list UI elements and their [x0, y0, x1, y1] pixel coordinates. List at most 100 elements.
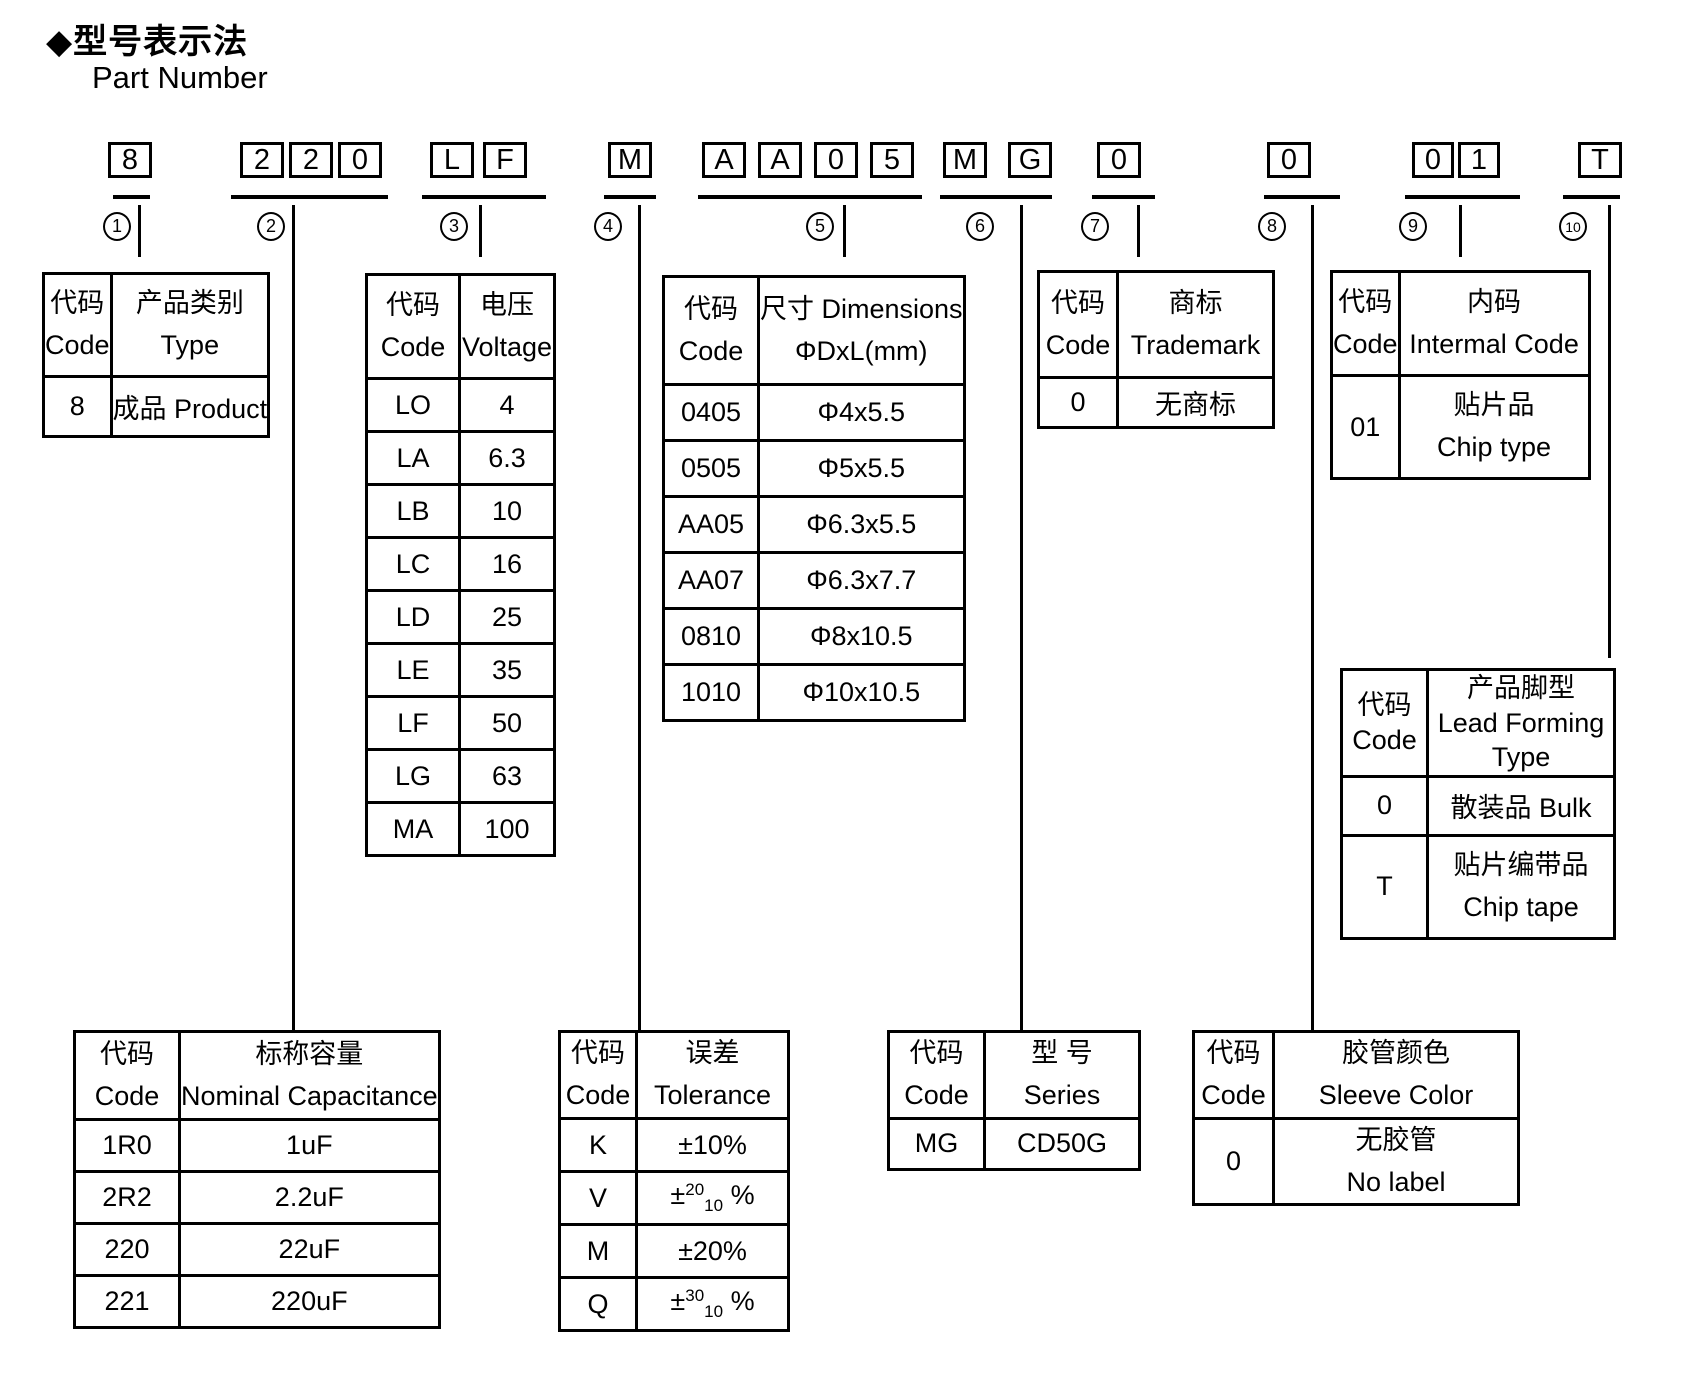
value-cell: Φ4x5.5 — [757, 383, 966, 442]
header-code-cn: 代码 — [684, 293, 738, 324]
code-cell: LE — [365, 642, 461, 698]
code-cell: LA — [365, 430, 461, 486]
part-number-char: A — [702, 142, 746, 178]
part-number-segment-8: 0 — [1267, 142, 1311, 178]
code-cell: LD — [365, 589, 461, 645]
header-value-cell: 型 号 Series — [983, 1030, 1141, 1120]
part-number-char: 0 — [814, 142, 858, 178]
header-code-cn: 代码 — [909, 1038, 964, 1068]
segment-number-badge: 4 — [594, 212, 622, 241]
header-value-en: Nominal Capacitance — [181, 1080, 438, 1111]
header-value-line1: 尺寸 Dimensions — [760, 293, 963, 324]
tolerance-minus: 10 — [704, 1302, 724, 1321]
part-number-char: 5 — [870, 142, 914, 178]
page-title: ◆型号表示法 — [46, 23, 249, 61]
part-number-segment-6: M G — [943, 142, 1052, 178]
code-cell: T — [1340, 833, 1429, 940]
part-number-segment-3: L F — [430, 142, 527, 178]
part-number-segment-4: M — [608, 142, 652, 178]
segment-number-badge: 5 — [806, 212, 834, 241]
header-value-cell: 内码 Intermal Code — [1397, 270, 1591, 377]
segment-number-badge: 7 — [1081, 212, 1109, 241]
table-row: MG CD50G — [887, 1116, 1141, 1171]
part-number-char: 1 — [1458, 142, 1500, 178]
value-cell: 贴片编带品 Chip tape — [1426, 833, 1616, 940]
segment-number-badge: 9 — [1399, 212, 1427, 241]
header-value-cell: 电压 Voltage — [458, 273, 556, 380]
tolerance-value: ±20% — [678, 1235, 747, 1266]
value-line1: 贴片编带品 — [1453, 849, 1589, 880]
code-cell: V — [558, 1170, 638, 1226]
header-value-line2: ΦDxL(mm) — [795, 335, 928, 366]
header-value-cell: 产品脚型 Lead Forming Type — [1426, 668, 1616, 778]
code-cell: MA — [365, 801, 461, 857]
value-cell: 1uF — [178, 1118, 441, 1173]
code-cell: MG — [887, 1116, 986, 1171]
code-cell: 8 — [42, 375, 113, 438]
part-number-char: 0 — [338, 142, 382, 178]
part-number-segment-9: 0 1 — [1412, 142, 1500, 178]
code-cell: M — [558, 1223, 638, 1279]
segment-underline — [604, 195, 656, 199]
code-cell: 0405 — [662, 383, 760, 442]
header-code-en: Code — [45, 330, 110, 360]
segment-underline — [698, 195, 922, 199]
part-number-char: M — [943, 142, 987, 178]
header-code-cell: 代码 Code — [1330, 270, 1401, 377]
code-cell: 1R0 — [73, 1118, 181, 1173]
code-cell: 01 — [1330, 374, 1401, 480]
tolerance-value: ± — [670, 1286, 686, 1316]
header-value-cell: 尺寸 Dimensions ΦDxL(mm) — [757, 275, 966, 386]
header-value-cell: 误差 Tolerance — [635, 1030, 790, 1120]
table-row: 0 散装品 Bulk — [1340, 774, 1616, 837]
part-number-segment-1: 8 — [108, 142, 152, 178]
code-cell: LF — [365, 695, 461, 751]
code-cell: 0 — [1192, 1116, 1275, 1207]
tolerance-plus: 20 — [685, 1180, 705, 1199]
header-value-cn: 产品类别 — [135, 288, 244, 319]
header-code-cell: 代码 Code — [662, 275, 760, 386]
value-cell: ±20% — [635, 1223, 790, 1279]
part-number-char: F — [483, 142, 527, 178]
header-code-cn: 代码 — [1357, 690, 1412, 721]
value-cell: 无商标 — [1116, 376, 1275, 429]
part-number-segment-2: 2 2 0 — [240, 142, 382, 178]
tolerance-value: ±10% — [678, 1129, 747, 1160]
segment-underline — [1092, 195, 1155, 199]
header-value-cn: 电压 — [480, 289, 534, 320]
header-code-cn: 代码 — [571, 1038, 625, 1069]
header-code-en: Code — [1045, 329, 1111, 360]
value-line2: Chip tape — [1463, 891, 1579, 922]
header-value-cell: 产品类别 Type — [109, 272, 271, 378]
header-code-en: Code — [904, 1079, 969, 1110]
segment-underline — [1264, 195, 1340, 199]
code-cell: 2R2 — [73, 1170, 181, 1225]
value-cell: 贴片品 Chip type — [1397, 374, 1591, 480]
segment-underline — [231, 195, 388, 199]
segment-underline — [940, 195, 1052, 199]
header-code-cell: 代码 Code — [558, 1030, 638, 1120]
header-value-en: Intermal Code — [1409, 328, 1579, 359]
header-code-en: Code — [94, 1080, 160, 1111]
internal-code-table: 代码 Code 内码 Intermal Code 01 贴片品 Chip typ… — [1330, 270, 1591, 480]
value-cell: ±3010 % — [635, 1276, 790, 1332]
header-value-en: Trademark — [1130, 329, 1261, 360]
value-cell: 100 — [458, 801, 556, 857]
part-number-char: T — [1578, 142, 1622, 178]
value-cell: 22uF — [178, 1222, 441, 1277]
value-line1: 无胶管 — [1355, 1124, 1437, 1155]
segment-number-badge: 3 — [440, 212, 468, 241]
code-cell: 0810 — [662, 607, 760, 666]
segment-underline — [1563, 195, 1620, 199]
value-cell: 16 — [458, 536, 556, 592]
value-line1: 贴片品 — [1453, 390, 1535, 421]
